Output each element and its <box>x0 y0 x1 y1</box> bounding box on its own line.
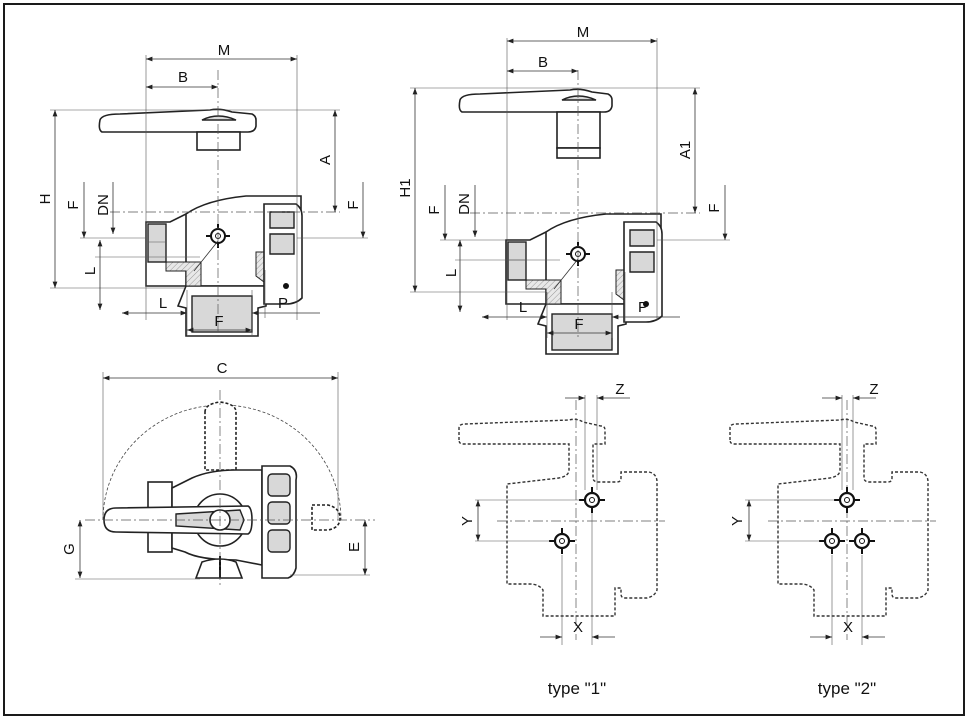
dim-label-a1: A1 <box>677 141 694 159</box>
dim-label-x: X <box>843 619 853 636</box>
dim-label-a: A <box>317 155 334 165</box>
dim-label-c: C <box>217 360 228 377</box>
dim-label-l-horizontal: L <box>159 295 167 312</box>
dim-label-x: X <box>573 619 583 636</box>
mounting-boss-icon <box>547 526 577 556</box>
dim-label-y: Y <box>729 516 746 526</box>
mounting-boss-icon <box>832 485 862 515</box>
dim-label-l-horizontal: L <box>519 299 527 316</box>
front-view-standard: M B H F DN A F L L F P <box>37 42 368 340</box>
view-caption-type-1: type "1" <box>548 679 606 698</box>
mounting-boss-icon <box>817 526 847 556</box>
mounting-boss-icon <box>577 485 607 515</box>
handle-lever <box>98 108 257 133</box>
dim-label-z: Z <box>869 381 878 398</box>
drawing-frame <box>3 3 965 716</box>
dim-label-y: Y <box>459 516 476 526</box>
dim-label-m: M <box>218 42 231 59</box>
dim-label-f-bottom: F <box>574 316 583 333</box>
dim-label-h: H <box>37 194 54 205</box>
dim-label-p: P <box>278 295 288 312</box>
dim-label-g: G <box>61 543 78 555</box>
dim-label-e: E <box>346 542 363 552</box>
dim-label-f-bottom: F <box>214 313 223 330</box>
dim-label-b: B <box>538 54 548 71</box>
mounting-view-type-1: Z Y X type "1" <box>458 381 665 698</box>
dim-label-dn: DN <box>456 193 473 215</box>
mounting-view-type-2: Z Y X type "2" <box>729 381 936 698</box>
dim-label-b: B <box>178 69 188 86</box>
dim-label-l-vertical: L <box>443 269 460 277</box>
dim-label-f-left: F <box>65 200 82 209</box>
dim-label-m: M <box>577 24 590 41</box>
mounting-boss-icon <box>847 526 877 556</box>
dim-label-f-right: F <box>706 203 723 212</box>
front-view-extended: M B H1 F DN A1 F L L F P <box>397 24 730 355</box>
dim-label-z: Z <box>615 381 624 398</box>
dim-label-h1: H1 <box>397 178 414 197</box>
dim-label-dn: DN <box>95 194 112 216</box>
dim-label-f-right: F <box>345 200 362 209</box>
top-view: C G E <box>61 360 375 585</box>
view-caption-type-2: type "2" <box>818 679 876 698</box>
dim-label-f-left: F <box>426 205 443 214</box>
handle-lever <box>458 88 613 113</box>
dim-label-l-vertical: L <box>82 267 99 275</box>
dim-label-p: P <box>638 299 648 316</box>
